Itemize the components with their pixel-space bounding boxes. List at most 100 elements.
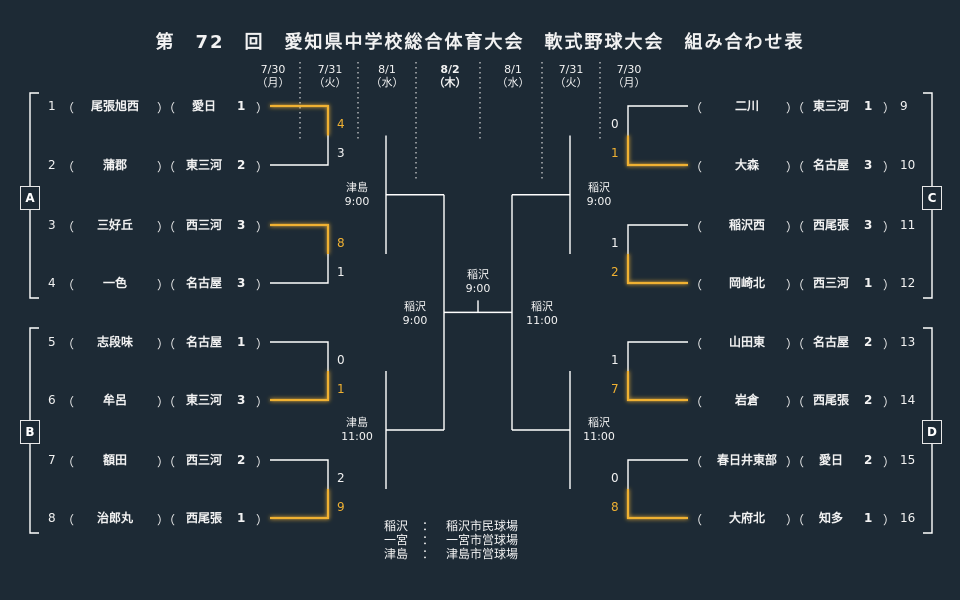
team-number: 3 bbox=[48, 218, 56, 232]
date-day: 8/2 bbox=[440, 63, 460, 76]
paren-mid: ）（ bbox=[157, 395, 176, 409]
region-rank: 2 bbox=[864, 453, 873, 467]
score: 2 bbox=[611, 264, 619, 279]
venue-time: 9:00 bbox=[586, 195, 612, 208]
legend-full: 稲沢市民球場 bbox=[446, 519, 519, 533]
bracket-line bbox=[270, 371, 330, 402]
school-name: 大府北 bbox=[728, 511, 765, 525]
region-rank: 2 bbox=[237, 453, 246, 467]
date-col: 7/30（月） bbox=[601, 63, 657, 89]
venue-name: 稲沢 bbox=[588, 416, 610, 429]
region-rank: 2 bbox=[864, 393, 873, 407]
paren-close: ） bbox=[883, 513, 896, 527]
paren-close: ） bbox=[256, 513, 269, 527]
date-day: 8/1 bbox=[378, 63, 396, 76]
date-weekday: （火） bbox=[313, 76, 347, 89]
paren-open: （ bbox=[62, 278, 75, 292]
team-number: 4 bbox=[48, 276, 56, 290]
region-rank: 3 bbox=[237, 393, 246, 407]
paren-close: ） bbox=[883, 160, 896, 174]
block-label-b: B bbox=[20, 420, 40, 444]
region-rank: 1 bbox=[237, 511, 246, 525]
paren-open: （ bbox=[62, 101, 75, 115]
legend-sep: ： bbox=[422, 547, 435, 561]
score: 1 bbox=[611, 146, 619, 161]
score: 9 bbox=[337, 499, 345, 514]
region-rank: 3 bbox=[237, 276, 246, 290]
legend-abbr: 津島 bbox=[384, 547, 409, 561]
venue-name: 津島 bbox=[346, 181, 368, 194]
region-name: 西三河 bbox=[185, 218, 222, 232]
block-label-d: D bbox=[922, 420, 942, 444]
venue-time: 9:00 bbox=[402, 314, 428, 327]
team-number: 16 bbox=[900, 511, 916, 525]
paren-open: （ bbox=[690, 395, 703, 409]
team-number: 9 bbox=[900, 99, 908, 113]
bracket-line bbox=[270, 104, 330, 136]
venue-name: 津島 bbox=[346, 416, 368, 429]
region-rank: 1 bbox=[864, 511, 873, 525]
bracket-line bbox=[626, 489, 688, 520]
paren-close: ） bbox=[883, 337, 896, 351]
score: 2 bbox=[337, 470, 345, 485]
bracket-line bbox=[626, 254, 688, 285]
legend-full: 津島市営球場 bbox=[446, 547, 519, 561]
region-rank: 3 bbox=[864, 158, 873, 172]
school-name: 大森 bbox=[734, 158, 759, 172]
region-name: 愛日 bbox=[191, 99, 216, 113]
legend-full: 一宮市営球場 bbox=[446, 533, 519, 547]
date-col: 8/1（水） bbox=[359, 63, 415, 89]
team-number: 1 bbox=[48, 99, 56, 113]
school-name: 岩倉 bbox=[734, 393, 759, 407]
venue-name: 稲沢 bbox=[404, 300, 426, 313]
score: 1 bbox=[337, 381, 345, 396]
school-name: 稲沢西 bbox=[728, 218, 765, 232]
date-weekday: （月） bbox=[612, 76, 646, 89]
school-name: 三好丘 bbox=[96, 218, 133, 232]
paren-open: （ bbox=[62, 220, 75, 234]
score: 8 bbox=[337, 235, 345, 250]
bracket-line bbox=[627, 459, 688, 489]
school-name: 春日井東部 bbox=[716, 453, 777, 467]
paren-mid: ）（ bbox=[786, 455, 805, 469]
paren-mid: ）（ bbox=[786, 395, 805, 409]
paren-mid: ）（ bbox=[157, 278, 176, 292]
team-number: 13 bbox=[900, 335, 916, 349]
team-number: 7 bbox=[48, 453, 56, 467]
paren-mid: ）（ bbox=[157, 220, 176, 234]
region-name: 西三河 bbox=[185, 453, 222, 467]
bracket-line bbox=[626, 135, 688, 167]
date-day: 7/31 bbox=[317, 63, 343, 76]
venue-time: 9:00 bbox=[465, 282, 491, 295]
score: 1 bbox=[337, 264, 345, 279]
paren-close: ） bbox=[883, 455, 896, 469]
bracket-line bbox=[627, 224, 688, 254]
bracket-line bbox=[270, 254, 329, 284]
legend-sep: ： bbox=[422, 533, 435, 547]
date-col: 7/31（火） bbox=[302, 63, 358, 89]
paren-mid: ）（ bbox=[786, 337, 805, 351]
school-name: 志段味 bbox=[96, 335, 133, 349]
date-col: 7/31（火） bbox=[543, 63, 599, 89]
team-number: 5 bbox=[48, 335, 56, 349]
paren-open: （ bbox=[62, 395, 75, 409]
school-name: 額田 bbox=[102, 453, 127, 467]
date-day: 7/31 bbox=[558, 63, 584, 76]
paren-open: （ bbox=[62, 455, 75, 469]
paren-open: （ bbox=[690, 513, 703, 527]
region-rank: 3 bbox=[864, 218, 873, 232]
paren-open: （ bbox=[690, 101, 703, 115]
score: 0 bbox=[611, 116, 619, 131]
team-number: 11 bbox=[900, 218, 916, 232]
region-rank: 1 bbox=[237, 99, 246, 113]
paren-close: ） bbox=[883, 220, 896, 234]
legend-abbr: 一宮 bbox=[384, 533, 409, 547]
region-name: 東三河 bbox=[812, 99, 849, 113]
paren-close: ） bbox=[256, 160, 269, 174]
paren-mid: ）（ bbox=[157, 513, 176, 527]
date-weekday: （火） bbox=[554, 76, 588, 89]
bracket-line bbox=[627, 341, 688, 371]
